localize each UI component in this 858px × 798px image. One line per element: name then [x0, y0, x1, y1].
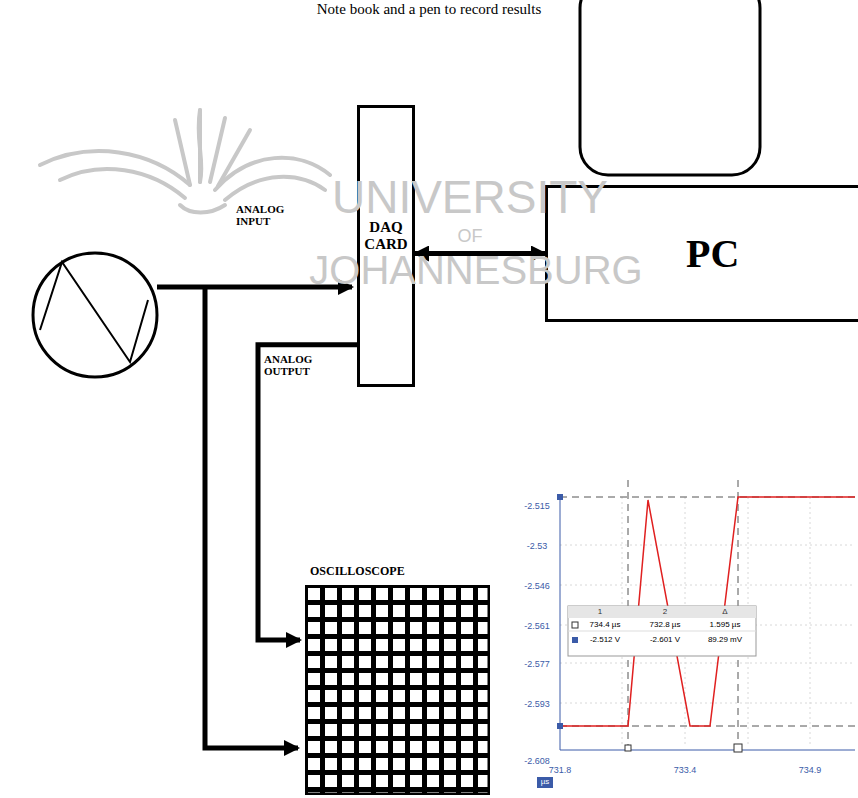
y-tick: -2.593	[524, 699, 550, 709]
table-cell: 89.29 mV	[708, 635, 742, 644]
table-cell: -2.512 V	[590, 635, 620, 644]
axis-unit: µs	[541, 777, 550, 786]
scope-screenshot	[537, 480, 855, 788]
watermark-text: JOHANNESBURG	[309, 248, 642, 293]
signal-label: ANALOG INPUT	[236, 203, 311, 227]
signal-generator	[33, 253, 157, 377]
y-tick: -2.53	[527, 541, 548, 551]
y-tick: -2.546	[524, 581, 550, 591]
table-header: 2	[663, 607, 667, 616]
y-tick: -2.608	[524, 756, 550, 766]
node-label: PC	[686, 231, 739, 277]
watermark-text: OF	[458, 226, 483, 247]
y-tick: -2.515	[524, 501, 550, 511]
oscilloscope: OSCILLOSCOPE	[300, 560, 495, 798]
x-tick: 734.9	[799, 765, 822, 775]
x-tick: 731.8	[549, 765, 572, 775]
daq-card-box: DAQ CARD	[357, 105, 415, 387]
oscilloscope-grid	[305, 585, 490, 795]
triangle-wave	[40, 262, 148, 362]
table-header: Δ	[722, 607, 727, 616]
monitor	[580, 0, 760, 175]
x-tick: 733.4	[674, 765, 697, 775]
watermark-text: UNIVERSITY	[332, 170, 608, 224]
watermark-logo	[40, 110, 330, 213]
y-tick: -2.561	[524, 621, 550, 631]
table-cell: 734.4 µs	[590, 620, 621, 629]
connector-label: ANALOG OUTPUT	[264, 353, 344, 377]
table-cell: 732.8 µs	[650, 620, 681, 629]
table-cell: -2.601 V	[650, 635, 680, 644]
y-tick: -2.577	[524, 659, 550, 669]
table-cell: 1.595 µs	[710, 620, 741, 629]
node-heading: OSCILLOSCOPE	[310, 564, 495, 579]
table-header: 1	[598, 607, 602, 616]
note-text: Note book and a pen to record results	[317, 1, 542, 18]
